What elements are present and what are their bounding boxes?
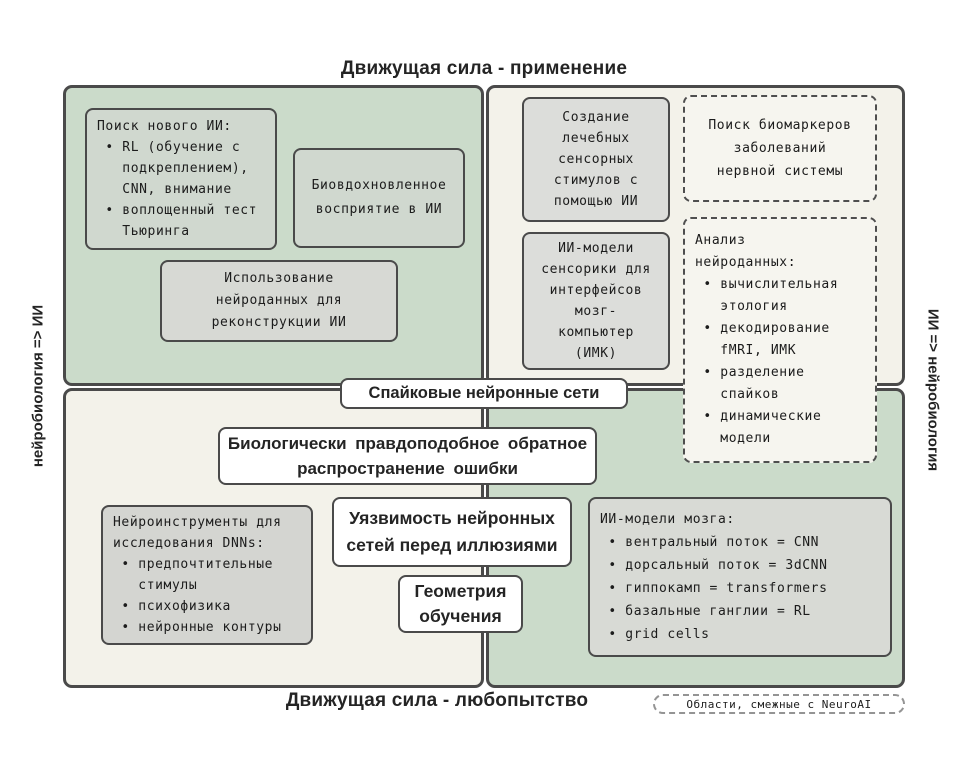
legend-label: Области, смежные с NeuroAI — [686, 697, 872, 711]
axis-label-right: ИИ => нейробиология — [924, 308, 942, 472]
axis-title-bottom: Движущая сила - любопытство — [285, 690, 589, 711]
box-brain-ai-models: ИИ-модели мозга: • вентральный поток = C… — [588, 497, 892, 657]
box-spiking-networks: Спайковые нейронные сети — [340, 378, 628, 409]
axis-label-left: нейробиология => ИИ — [29, 304, 47, 468]
box-search-new-ai: Поиск нового ИИ: • RL (обучение с подкре… — [85, 108, 277, 250]
axis-title-top: Движущая сила - применение — [340, 58, 628, 79]
legend-neuroai-adjacent: Области, смежные с NeuroAI — [653, 694, 905, 714]
